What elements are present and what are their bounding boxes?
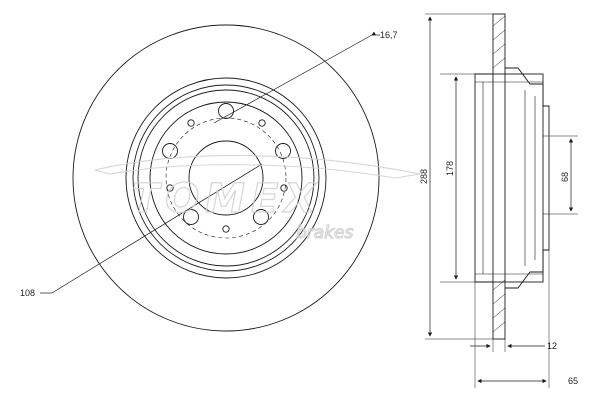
small-hole [222, 225, 230, 233]
dim-disc-diameter [425, 13, 493, 340]
dim-thickness [470, 339, 545, 352]
side-view [474, 13, 550, 340]
watermark-logo: TOMEX brakes [94, 154, 421, 244]
watermark-swoosh [94, 154, 421, 179]
dim-inner-diameter [440, 73, 475, 283]
small-hole [187, 119, 195, 127]
watermark-tagline: brakes [296, 223, 354, 243]
hat-step [137, 89, 315, 267]
bolt-circle [165, 117, 287, 239]
small-hole [280, 184, 288, 192]
center-bore [188, 140, 264, 216]
watermark-brand: TOMEX [132, 176, 321, 222]
front-view [72, 24, 380, 332]
leader-outer-diameter [40, 163, 263, 294]
hat-face [149, 101, 303, 255]
label-thickness: 12 [547, 341, 557, 351]
bolt-hole [253, 209, 269, 225]
small-hole [258, 119, 266, 127]
dim-total-height [474, 250, 550, 388]
label-center-bore: 68 [560, 172, 570, 182]
friction-ring-inner-edge [125, 77, 327, 279]
small-hole [166, 184, 174, 192]
bolt-hole [275, 143, 291, 159]
hat-profile-top [475, 67, 550, 289]
bolt-hole [218, 103, 234, 119]
leader-bolt-hole [213, 31, 380, 124]
section-hatching [492, 15, 506, 333]
hat-outer-edge [132, 84, 320, 272]
disc-outer-edge [72, 24, 380, 332]
label-inner-diameter: 178 [445, 161, 455, 176]
dim-center-bore [543, 135, 578, 215]
hat-body [474, 73, 544, 283]
label-total-height: 65 [568, 376, 578, 386]
label-outer-diameter: 108 [20, 288, 35, 298]
bolt-hole [183, 209, 199, 225]
label-bolt-hole-diameter: 16,7 [380, 30, 398, 40]
label-disc-diameter: 288 [419, 169, 429, 184]
friction-plate-section [492, 13, 506, 340]
